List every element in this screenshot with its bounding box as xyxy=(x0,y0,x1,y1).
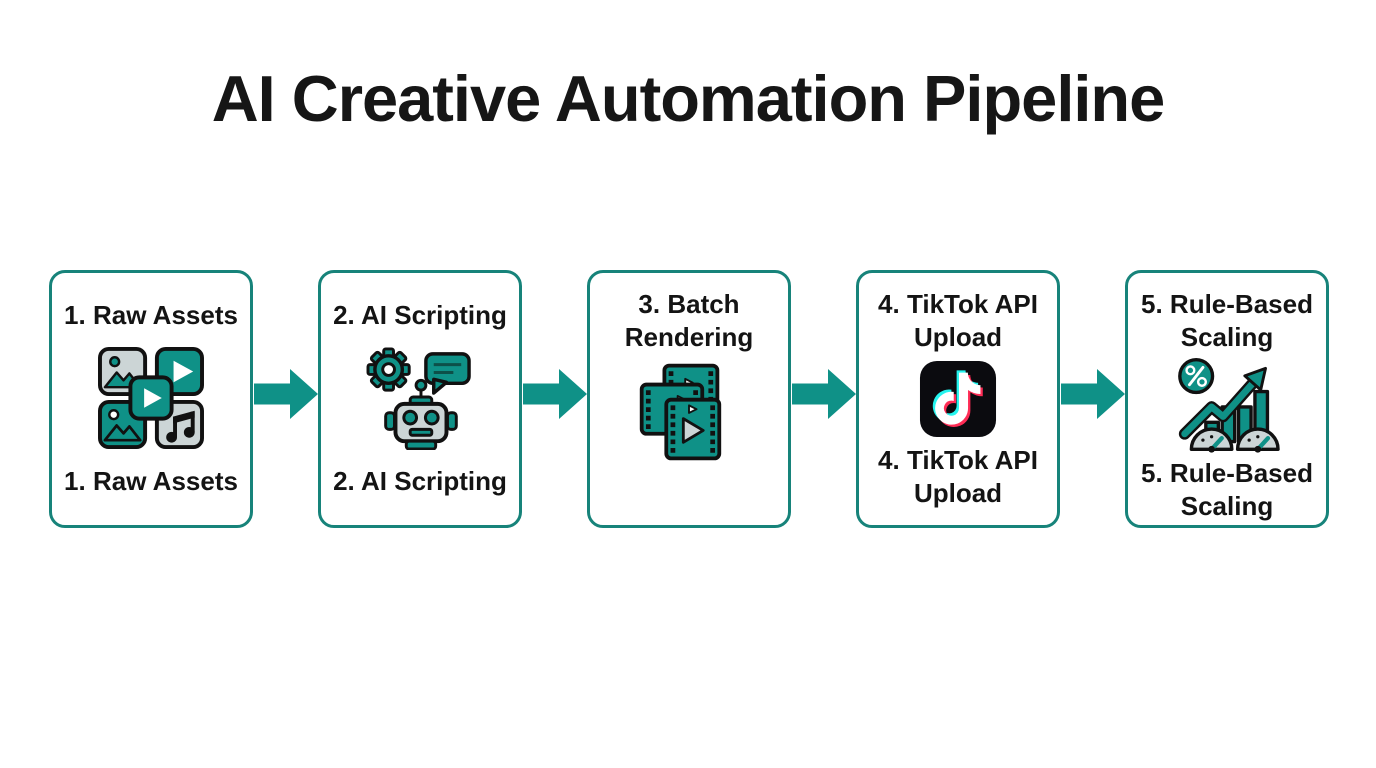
step-label-bottom: 1. Raw Assets xyxy=(64,465,238,496)
step-label-bottom: 4. TikTok API Upload xyxy=(878,445,1038,508)
flow-arrow-icon xyxy=(253,369,318,419)
step-rule-based-scaling: 5. Rule-Based Scaling xyxy=(1125,270,1329,528)
step-batch-rendering: 3. Batch Rendering xyxy=(587,270,791,528)
flow-arrow-icon xyxy=(791,369,856,419)
step-raw-assets: 1. Raw Assets xyxy=(49,270,253,528)
step-label-bottom: 2. AI Scripting xyxy=(333,465,507,496)
step-label-top: 3. Batch Rendering xyxy=(624,289,754,352)
growth-gauge-icon xyxy=(1172,353,1282,457)
step-label-top: 2. AI Scripting xyxy=(333,300,507,330)
step-label-top: 1. Raw Assets xyxy=(64,300,238,330)
flow-arrow-icon xyxy=(1060,369,1125,419)
step-label-bottom: 5. Rule-Based Scaling xyxy=(1141,458,1313,521)
media-assets-icon xyxy=(96,346,206,450)
page-title: AI Creative Automation Pipeline xyxy=(211,62,1166,135)
step-label-top: 4. TikTok API Upload xyxy=(878,289,1038,352)
tiktok-icon xyxy=(919,360,997,438)
flow-arrow-icon xyxy=(522,369,587,419)
step-tiktok-upload: 4. TikTok API Upload 4. TikTok API Uploa… xyxy=(856,270,1060,528)
pipeline-diagram: 1. Raw Assets xyxy=(49,270,1329,528)
step-label-top: 5. Rule-Based Scaling xyxy=(1141,289,1313,352)
ai-robot-icon xyxy=(365,346,475,450)
film-stack-icon xyxy=(636,361,742,463)
step-ai-scripting: 2. AI Scripting xyxy=(318,270,522,528)
